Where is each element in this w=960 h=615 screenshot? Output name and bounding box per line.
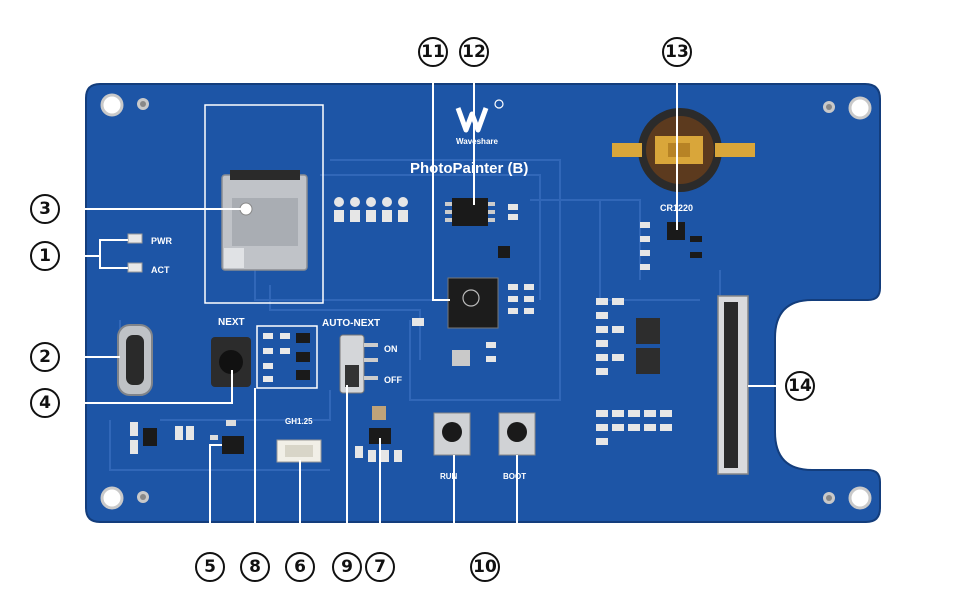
callout-11 (418, 37, 448, 67)
callout-label-2: 2 (39, 347, 51, 367)
callout-6 (285, 552, 315, 582)
leader-lines (60, 66, 785, 552)
right-passives (412, 204, 702, 445)
top-resistor-strip (334, 197, 408, 222)
pwr-label: PWR (151, 236, 172, 246)
callout-label-5: 5 (204, 557, 216, 577)
callout-9 (332, 552, 362, 582)
callout-4 (30, 388, 60, 418)
gh125-connector (276, 439, 322, 463)
callout-label-10: 10 (473, 557, 497, 577)
callout-10 (470, 552, 500, 582)
auto-next-switch (339, 334, 378, 394)
auto-next-label: AUTO-NEXT (322, 318, 380, 329)
flash-chip (445, 198, 495, 226)
waveshare-logo (455, 99, 504, 133)
off-label: OFF (384, 375, 402, 385)
boot-button (498, 412, 536, 456)
resistor-group-frame (256, 325, 318, 389)
callout-label-9: 9 (341, 557, 353, 577)
sd-card-frame (204, 104, 324, 304)
callout-numbers: 1 2 3 4 5 6 7 8 9 10 11 12 13 14 (39, 42, 812, 577)
next-button (211, 337, 251, 387)
callouts (30, 37, 815, 582)
callout-label-11: 11 (421, 42, 445, 62)
resistor-group (263, 333, 310, 382)
callout-label-3: 3 (39, 199, 51, 219)
callout-label-4: 4 (39, 393, 51, 413)
on-label: ON (384, 344, 398, 354)
callout-label-12: 12 (462, 42, 486, 62)
rtc-chip (667, 222, 685, 240)
callout-12 (459, 37, 489, 67)
boot-label: BOOT (503, 472, 526, 481)
product-label: PhotoPainter (B) (410, 160, 528, 177)
battery-holder (612, 108, 755, 192)
mcu-chip (447, 277, 499, 329)
callout-label-7: 7 (374, 557, 386, 577)
callout-14 (785, 371, 815, 401)
brand-label: Waveshare (456, 137, 499, 146)
callout-label-1: 1 (39, 246, 51, 266)
callout-label-6: 6 (294, 557, 306, 577)
next-label: NEXT (218, 317, 245, 328)
callout-8 (240, 552, 270, 582)
callout-label-13: 13 (665, 42, 689, 62)
callout-7 (365, 552, 395, 582)
callout-label-14: 14 (788, 376, 812, 396)
run-button (433, 412, 471, 456)
left-bottom-passives (130, 422, 402, 462)
callout-5 (195, 552, 225, 582)
usb-c-port (117, 324, 153, 396)
callout-label-8: 8 (249, 557, 261, 577)
act-label: ACT (151, 265, 170, 275)
callout-13 (662, 37, 692, 67)
sd-card-slot (221, 170, 308, 271)
fpc-connector (717, 295, 749, 475)
callout-3 (30, 194, 60, 224)
run-label: RUN (440, 472, 458, 481)
charge-chip (210, 420, 244, 454)
gh-label: GH1.25 (285, 417, 313, 426)
callout-1 (30, 241, 60, 271)
mounting-holes (100, 93, 872, 510)
callout-2 (30, 342, 60, 372)
sensor-chip (369, 406, 391, 444)
